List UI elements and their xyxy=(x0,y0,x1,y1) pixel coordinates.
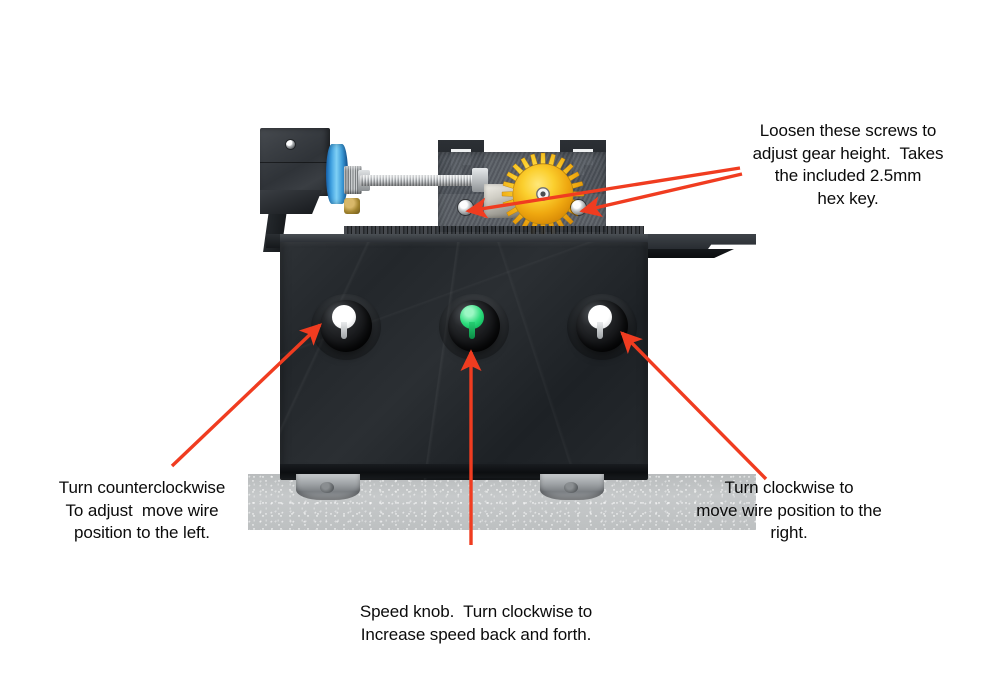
center-speed-knob[interactable] xyxy=(448,300,500,352)
threaded-drive-shaft xyxy=(360,175,482,186)
gear-height-screw-right xyxy=(571,200,586,215)
annotation-left-knob: Turn counterclockwise To adjust move wir… xyxy=(58,478,226,542)
motor-seam xyxy=(260,162,330,163)
brass-set-collar xyxy=(344,198,360,214)
body-top-edge xyxy=(280,234,648,245)
gear-height-screw-left xyxy=(458,200,473,215)
annotation-gear-screws: Loosen these screws to adjust gear heigh… xyxy=(752,121,944,208)
machine-photograph xyxy=(248,122,756,530)
knob-indicator-right xyxy=(588,305,612,339)
toothed-rack xyxy=(344,226,644,237)
yellow-drive-gear xyxy=(501,152,585,236)
blue-shaft-coupling xyxy=(326,144,348,204)
left-adjustment-knob[interactable] xyxy=(320,300,372,352)
annotation-right-knob: Turn clockwise to move wire position to … xyxy=(696,478,882,542)
mounting-foot-right xyxy=(540,474,604,504)
annotation-speed-knob: Speed knob. Turn clockwise to Increase s… xyxy=(359,602,593,644)
knob-indicator-left xyxy=(332,305,356,339)
machine-body xyxy=(280,242,648,480)
right-adjustment-knob[interactable] xyxy=(576,300,628,352)
motor-screw xyxy=(286,140,295,149)
knob-indicator-center xyxy=(460,305,484,339)
knurled-hub xyxy=(344,166,362,194)
right-rail-shadow xyxy=(644,249,734,258)
mounting-foot-left xyxy=(296,474,360,504)
motor-lower-housing xyxy=(260,190,322,214)
